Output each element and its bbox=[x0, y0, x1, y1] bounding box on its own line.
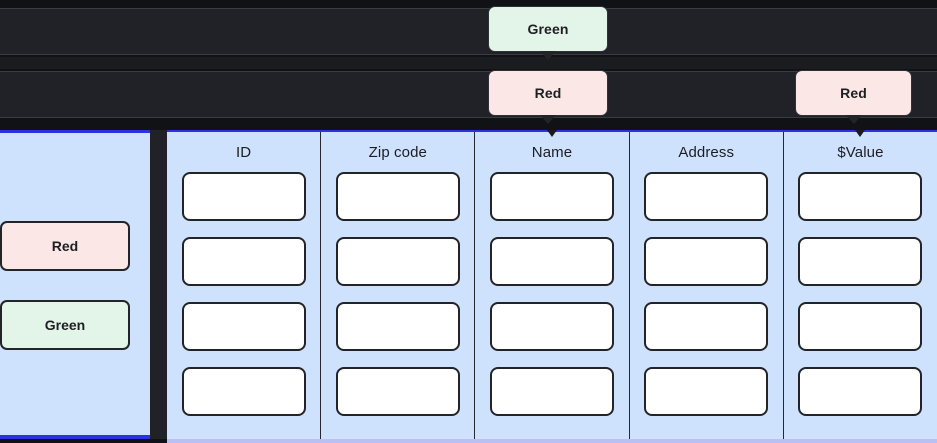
table-cell[interactable] bbox=[181, 302, 306, 351]
table-cell[interactable] bbox=[644, 237, 769, 286]
callout-red-side[interactable]: Red bbox=[0, 221, 130, 271]
table-column-value: $Value bbox=[784, 130, 937, 439]
callout-label: Red bbox=[534, 85, 562, 101]
table-column-name: Name bbox=[475, 130, 630, 439]
record-table: ID Zip code Name bbox=[167, 130, 937, 443]
callout-label: Red bbox=[840, 85, 867, 101]
lower-region: Red Green ID Zip code Nam bbox=[0, 126, 937, 443]
callout-arrow-icon bbox=[845, 115, 862, 124]
table-cell[interactable] bbox=[335, 302, 460, 351]
table-cell[interactable] bbox=[335, 367, 460, 416]
column-header: Zip code bbox=[368, 144, 427, 161]
background-band-second bbox=[0, 71, 937, 118]
table-cell[interactable] bbox=[644, 367, 769, 416]
column-header: $Value bbox=[837, 144, 884, 161]
table-cell[interactable] bbox=[181, 367, 306, 416]
column-anchor-icon bbox=[547, 130, 557, 137]
left-panel bbox=[0, 130, 150, 439]
table-cell[interactable] bbox=[490, 367, 614, 416]
panel-gutter bbox=[150, 130, 167, 439]
callout-red-top[interactable]: Red bbox=[488, 70, 608, 124]
table-cell[interactable] bbox=[335, 237, 460, 286]
callout-label: Green bbox=[44, 317, 86, 333]
background-band-gap bbox=[0, 57, 937, 69]
table-cell[interactable] bbox=[490, 302, 614, 351]
table-cell[interactable] bbox=[644, 172, 769, 221]
callout-label: Red bbox=[51, 238, 79, 254]
callout-arrow-icon bbox=[540, 51, 556, 60]
table-column-address: Address bbox=[630, 132, 784, 439]
table-cell[interactable] bbox=[181, 237, 306, 286]
table-cell[interactable] bbox=[490, 172, 614, 221]
table-cell[interactable] bbox=[798, 237, 923, 286]
callout-arrow-icon bbox=[540, 115, 556, 124]
background-band-top bbox=[0, 8, 937, 55]
table-cell[interactable] bbox=[335, 172, 460, 221]
callout-green-side[interactable]: Green bbox=[0, 300, 130, 350]
column-header: Address bbox=[678, 144, 735, 161]
callout-red-right[interactable]: Red bbox=[795, 70, 912, 124]
table-cell[interactable] bbox=[644, 302, 769, 351]
column-header: ID bbox=[236, 144, 252, 161]
table-cell[interactable] bbox=[490, 237, 614, 286]
table-cell[interactable] bbox=[798, 302, 923, 351]
table-cell[interactable] bbox=[798, 172, 923, 221]
column-header: Name bbox=[531, 144, 573, 161]
callout-green-top[interactable]: Green bbox=[488, 6, 608, 60]
column-anchor-icon bbox=[855, 130, 866, 137]
table-column-id: ID bbox=[167, 132, 322, 439]
table-cell[interactable] bbox=[181, 172, 306, 221]
table-column-zip-code: Zip code bbox=[321, 132, 476, 439]
callout-label: Green bbox=[527, 21, 569, 37]
table-cell[interactable] bbox=[798, 367, 923, 416]
